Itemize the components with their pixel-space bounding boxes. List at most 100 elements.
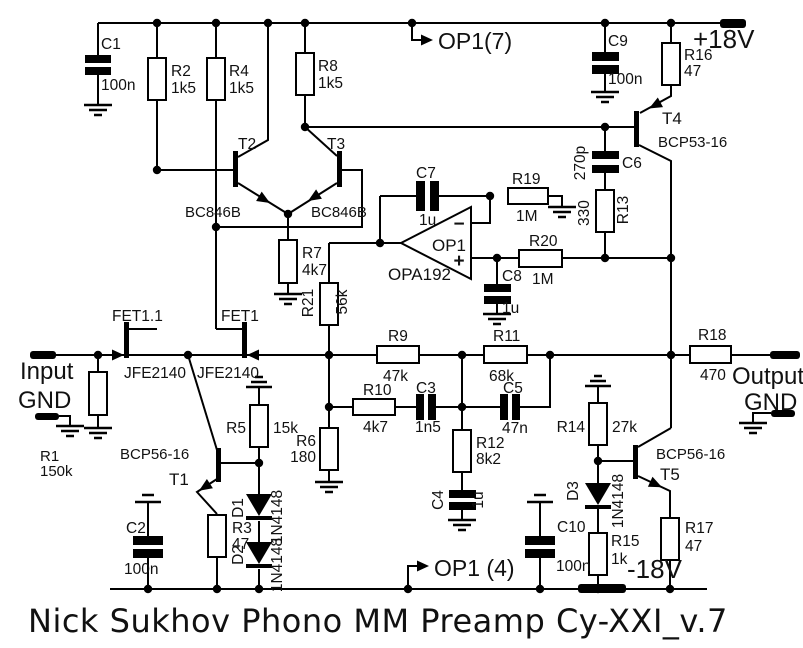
diode-D2: D2 1N4148 <box>230 538 286 592</box>
ground-symbol <box>739 421 767 435</box>
svg-text:R1: R1 <box>40 448 59 465</box>
svg-text:C4: C4 <box>430 490 447 510</box>
svg-text:BC846B: BC846B <box>185 204 241 221</box>
svg-text:27k: 27k <box>612 419 637 436</box>
ref-label: R2 <box>171 63 191 80</box>
resistor-R13: 330 R13 <box>576 189 632 233</box>
junction-dot <box>283 209 293 219</box>
input-terminal <box>30 351 56 359</box>
svg-text:R20: R20 <box>529 233 558 250</box>
resistor-R15: R15 1k <box>588 532 639 576</box>
svg-text:1u: 1u <box>502 300 519 317</box>
svg-text:R11: R11 <box>493 328 520 345</box>
junction-dot <box>492 253 502 263</box>
wire-net <box>56 22 771 590</box>
resistor-R3: R3 47 <box>207 514 252 558</box>
capacitor-C9: C9 100n <box>592 33 642 88</box>
resistor-R8: R8 1k5 <box>295 52 343 96</box>
svg-text:C7: C7 <box>416 165 436 182</box>
capacitor-C3: C3 1n5 <box>415 380 441 436</box>
svg-text:1N4148: 1N4148 <box>269 490 286 544</box>
junction-dot <box>535 584 545 594</box>
svg-text:D1: D1 <box>230 498 247 518</box>
svg-text:8k2: 8k2 <box>476 451 501 468</box>
resistor-R11: R11 68k <box>483 328 528 385</box>
schematic-title: Nick Sukhov Phono MM Preamp Cy-XXI_v.7 <box>28 602 728 640</box>
svg-text:R13: R13 <box>615 196 632 224</box>
jfet-FET1: FET1 JFE2140 <box>197 308 259 382</box>
diode-D3: D3 1N4148 <box>565 474 627 528</box>
junction-dot <box>485 191 495 201</box>
svg-text:R8: R8 <box>318 58 338 75</box>
svg-text:FET1: FET1 <box>221 308 259 325</box>
input-label: Input <box>20 358 74 385</box>
svg-text:47k: 47k <box>383 368 408 385</box>
svg-text:OPA192: OPA192 <box>388 265 451 284</box>
junction-dot <box>403 584 413 594</box>
svg-text:180: 180 <box>290 449 316 466</box>
junction-dot <box>666 350 676 360</box>
junction-dot <box>183 350 193 360</box>
svg-text:470: 470 <box>700 367 726 384</box>
svg-text:R4: R4 <box>229 63 249 80</box>
inverting-input-sign: − <box>453 214 464 235</box>
output-terminal <box>770 351 800 359</box>
junction-dot <box>593 456 603 466</box>
vplus-terminal <box>720 19 746 28</box>
junction-dot <box>600 253 610 263</box>
junction-dot <box>600 122 610 132</box>
resistor-R21: R21 56k <box>300 282 351 326</box>
jfet-FET1-1: FET1.1 JFE2140 <box>112 308 186 382</box>
resistor-R4: R4 1k5 <box>206 57 254 101</box>
vplus-label: +18V <box>693 24 755 54</box>
resistor-R1: R1 150k <box>40 371 108 480</box>
svg-text:1M: 1M <box>532 271 554 288</box>
svg-text:R7: R7 <box>302 245 322 262</box>
opamp-supply-ref-pin4: OP1 (4) <box>417 555 515 581</box>
ground-symbol <box>84 426 112 440</box>
svg-text:JFE2140: JFE2140 <box>197 365 259 382</box>
ground-symbol <box>56 424 84 438</box>
output-label: Output <box>732 363 803 390</box>
svg-text:R3: R3 <box>232 520 252 537</box>
svg-text:C3: C3 <box>416 380 436 397</box>
svg-text:BCP56-16: BCP56-16 <box>120 446 189 463</box>
capacitor-C5: C5 47n <box>500 380 528 437</box>
ground-symbol <box>84 103 112 117</box>
svg-text:C6: C6 <box>622 155 642 172</box>
svg-text:R6: R6 <box>296 433 316 450</box>
junction-dot <box>600 18 610 28</box>
ground-symbol <box>135 493 161 504</box>
resistor-R2: R2 1k5 <box>147 57 196 101</box>
capacitor-C7: C7 1u <box>416 165 439 229</box>
svg-text:1k5: 1k5 <box>229 80 254 97</box>
output-gnd-label: GND <box>744 389 797 416</box>
resistor-R19: R19 1M <box>507 171 549 225</box>
capacitor-C8: C8 1u <box>484 268 522 317</box>
ground-symbol <box>483 312 511 326</box>
transistor-T3: T3 BC846B <box>308 136 367 221</box>
junction-dot <box>152 18 162 28</box>
value-label: 1k5 <box>171 80 196 97</box>
svg-text:C5: C5 <box>503 380 523 397</box>
svg-text:47: 47 <box>684 63 701 80</box>
transistor-T5: BCP56-16 T5 <box>633 445 725 488</box>
ground-symbol <box>527 493 553 504</box>
svg-text:JFE2140: JFE2140 <box>124 365 186 382</box>
resistor-R20: R20 1M <box>518 233 563 288</box>
svg-text:C2: C2 <box>126 520 146 537</box>
svg-text:BCP53-16: BCP53-16 <box>658 134 727 151</box>
capacitor-C2: C2 100n <box>124 520 163 578</box>
resistor-R14: R14 27k <box>557 402 637 446</box>
capacitor-C1: C1 100n <box>85 36 135 94</box>
junction-dot <box>407 18 417 28</box>
ground-symbol <box>548 205 576 219</box>
junction-dot <box>211 222 221 232</box>
svg-text:T2: T2 <box>238 136 256 153</box>
resistor-R10: R10 4k7 <box>352 382 396 436</box>
svg-text:100n: 100n <box>608 71 642 88</box>
svg-text:R10: R10 <box>363 382 392 399</box>
junction-dot <box>457 402 467 412</box>
transistor-T1: BCP56-16 T1 <box>120 446 221 491</box>
